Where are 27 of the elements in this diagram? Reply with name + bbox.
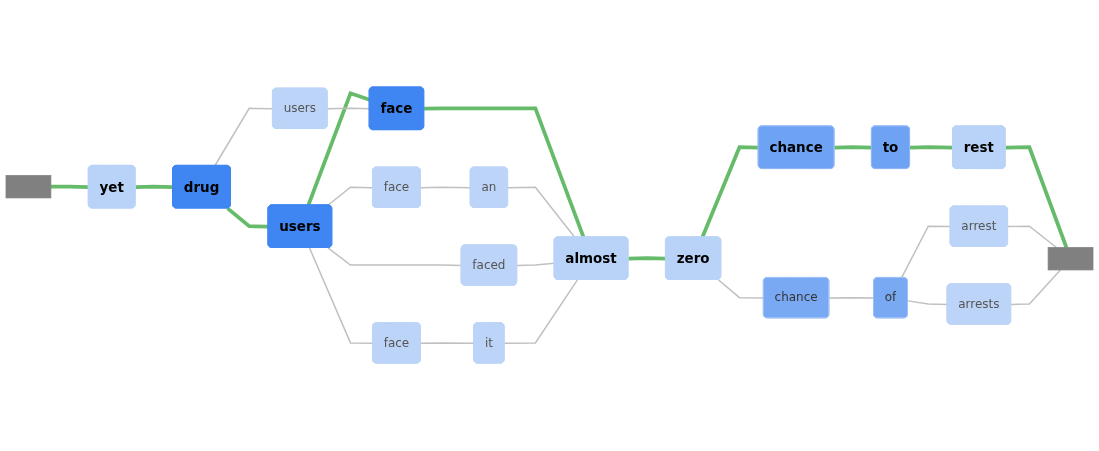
node-box — [1047, 247, 1094, 271]
connector — [1010, 269, 1062, 306]
connector — [327, 186, 374, 207]
connector — [420, 186, 472, 189]
connector — [828, 297, 875, 300]
connector — [1005, 145, 1069, 249]
connector — [516, 262, 556, 267]
connector — [308, 247, 374, 345]
connector — [326, 108, 371, 110]
connector — [628, 256, 666, 261]
connector — [50, 185, 89, 190]
connector — [420, 342, 475, 345]
connector — [1007, 225, 1058, 249]
connector — [909, 145, 953, 150]
connector — [226, 207, 269, 229]
connector — [135, 185, 173, 190]
connector — [700, 145, 759, 239]
connector — [214, 108, 274, 167]
connector — [327, 247, 463, 267]
connector — [507, 186, 576, 239]
connector — [834, 145, 872, 150]
connector — [424, 106, 586, 239]
node-box — [5, 175, 52, 199]
connector — [900, 225, 952, 279]
connector — [717, 279, 765, 300]
connector — [306, 91, 371, 207]
connector — [503, 279, 579, 345]
